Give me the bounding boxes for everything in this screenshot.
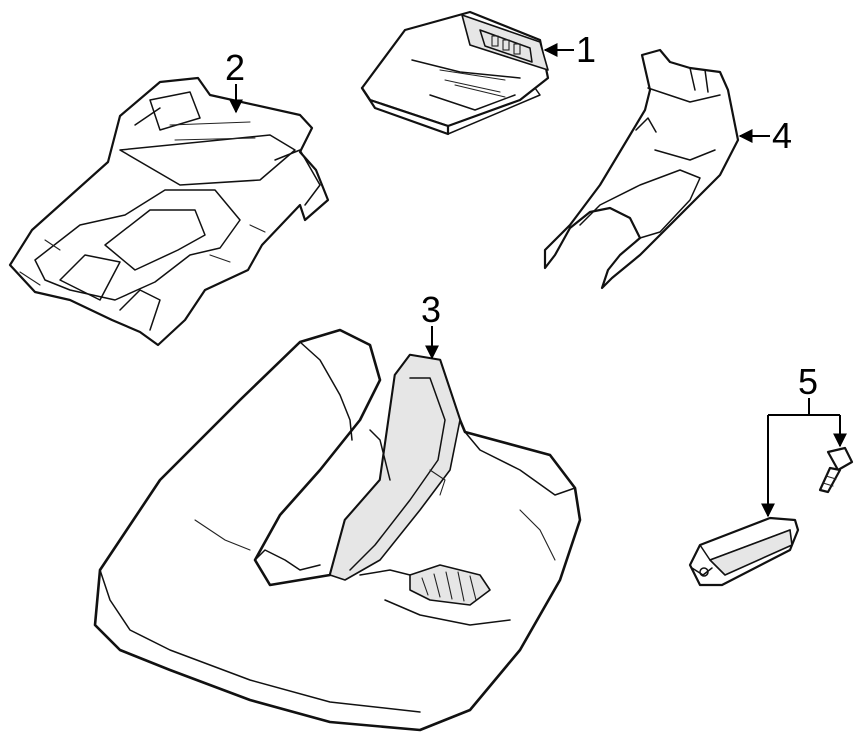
part-3-housing bbox=[93, 328, 582, 732]
callout-3: 3 bbox=[421, 289, 441, 330]
leader-lines bbox=[229, 43, 847, 518]
part-5-screw bbox=[818, 446, 854, 494]
part-4-bracket bbox=[543, 48, 740, 290]
callout-2: 2 bbox=[225, 47, 245, 88]
part-1-module bbox=[360, 10, 550, 136]
callout-5: 5 bbox=[798, 361, 818, 402]
callout-1: 1 bbox=[576, 29, 596, 70]
part-2-frame bbox=[8, 76, 330, 347]
part-5-lamp bbox=[688, 516, 800, 587]
leader-5-bar bbox=[768, 398, 840, 416]
callout-4: 4 bbox=[772, 115, 792, 156]
